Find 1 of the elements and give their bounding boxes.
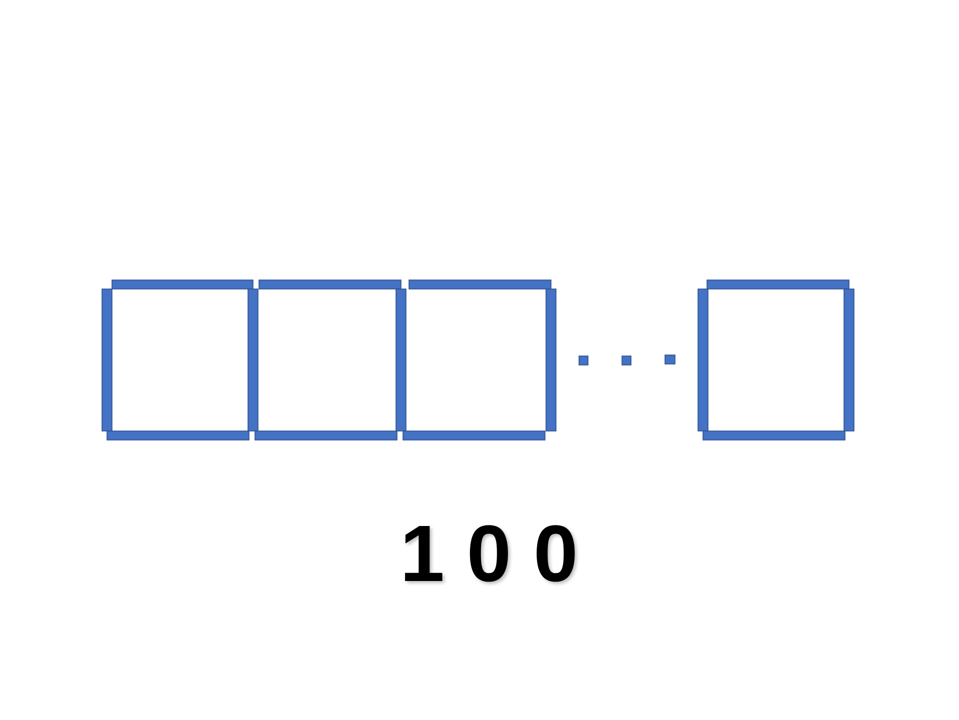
- count-label: 1 0 0: [400, 514, 578, 594]
